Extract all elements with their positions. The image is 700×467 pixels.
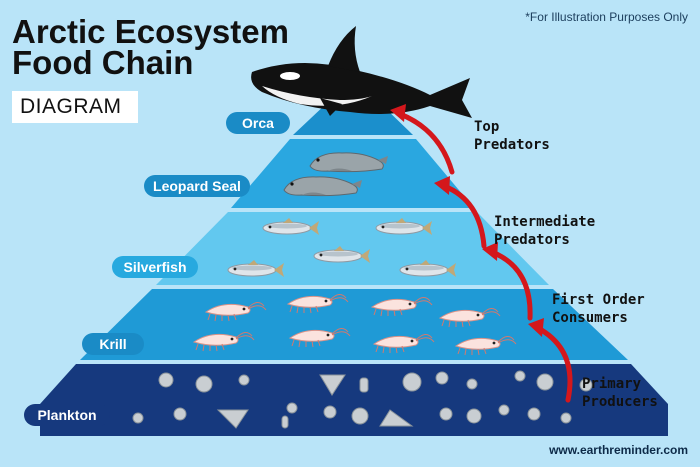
level-label-silverfish: Silverfish	[112, 256, 198, 278]
role-line: First Order	[552, 292, 645, 308]
diagram-title: Arctic Ecosystem Food Chain	[12, 13, 289, 81]
website-credit: www.earthreminder.com	[549, 443, 688, 457]
title-line-1: Arctic Ecosystem	[12, 13, 289, 50]
level-label-orca: Orca	[226, 112, 290, 134]
plankton-icon	[132, 370, 593, 429]
title-line-2: Food Chain	[12, 44, 194, 81]
arrow-heads	[390, 104, 544, 337]
tier-krill	[80, 289, 628, 360]
level-label-krill: Krill	[82, 333, 144, 355]
role-primary-producers: Primary Producers	[582, 375, 658, 411]
up-arrow-icon	[397, 111, 573, 403]
tier-leopard-seal	[231, 139, 474, 208]
role-intermediate-predators: Intermediate Predators	[494, 213, 595, 249]
role-line: Consumers	[552, 310, 628, 326]
diagram-badge: DIAGRAM	[12, 91, 138, 123]
role-top-predators: Top Predators	[474, 118, 550, 154]
role-first-order-consumers: First Order Consumers	[552, 291, 645, 327]
illustration-note: *For Illustration Purposes Only	[525, 10, 688, 24]
orca-icon	[251, 26, 472, 118]
role-line: Predators	[474, 137, 550, 153]
role-line: Primary	[582, 376, 642, 392]
level-label-plankton: Plankton	[24, 404, 110, 426]
tier-plankton	[40, 364, 668, 436]
role-line: Producers	[582, 394, 658, 410]
role-line: Intermediate	[494, 214, 596, 230]
level-label-leopard-seal: Leopard Seal	[144, 175, 250, 197]
role-line: Predators	[494, 232, 570, 248]
role-line: Top	[474, 119, 500, 135]
